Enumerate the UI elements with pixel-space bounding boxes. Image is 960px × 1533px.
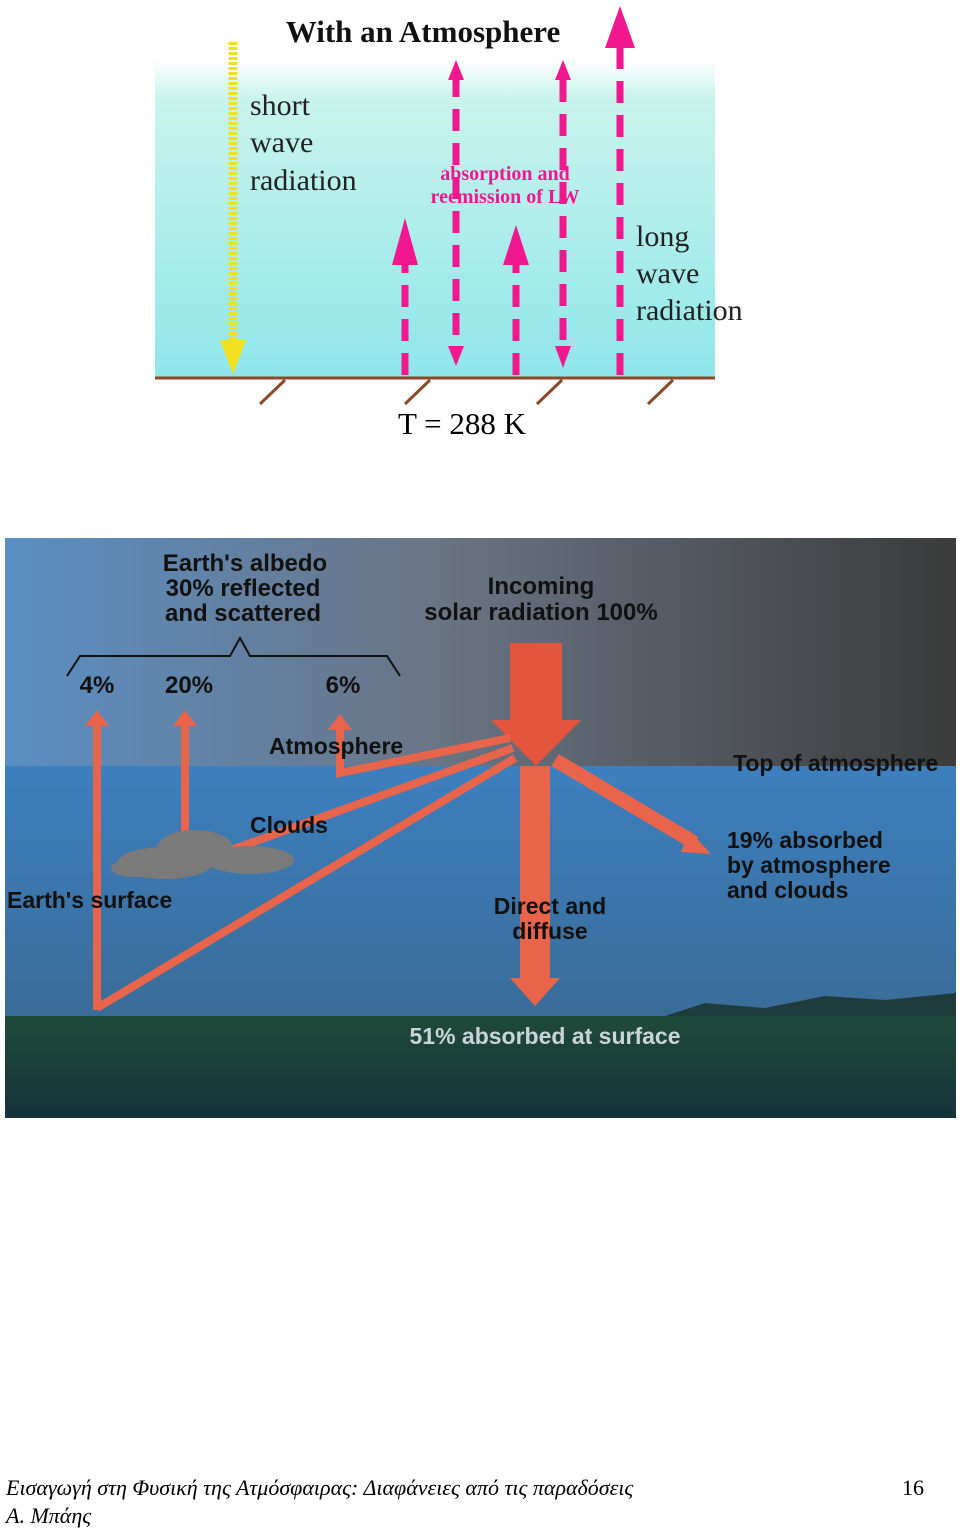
absorbed-51-label: 51% absorbed at surface — [409, 1023, 680, 1049]
reflect-20-arrow — [173, 710, 197, 838]
ground-hatch — [258, 378, 675, 406]
absorption-label: absorption and reemission of LW — [431, 163, 580, 208]
lw-up-arrowhead-1 — [392, 218, 418, 265]
svg-text:short: short — [250, 89, 311, 122]
ground-region — [5, 1016, 956, 1118]
equation: T = 288 K — [398, 406, 526, 441]
pct-6-label: 6% — [326, 672, 361, 699]
absorbed-19-label-1: 19% absorbed — [727, 827, 883, 853]
pct-20-label: 20% — [165, 672, 213, 699]
absorbed-19-label-2: by atmosphere — [727, 852, 891, 878]
space-region — [5, 538, 956, 766]
albedo-label-1: Earth's albedo — [163, 550, 327, 577]
pct-4-label: 4% — [80, 672, 115, 699]
svg-text:radiation: radiation — [250, 164, 357, 197]
atmosphere-label: Atmosphere — [269, 733, 403, 759]
svg-text:long: long — [636, 220, 689, 253]
lw-down-arrowhead-2 — [555, 346, 571, 368]
cloud-icon — [111, 830, 294, 879]
lw-small-up-arrowhead-2 — [555, 60, 571, 80]
surface-reflection-ray — [94, 754, 518, 1012]
footer-line-2: Α. Μπάης — [6, 1503, 92, 1528]
shortwave-label: short wave radiation — [250, 89, 357, 197]
top-of-atmosphere-label: Top of atmosphere — [733, 750, 938, 776]
shortwave-arrow — [220, 42, 246, 374]
albedo-label-2: 30% reflected — [166, 575, 321, 602]
reflect-6-arrowhead — [328, 714, 352, 730]
direct-label-2: diffuse — [512, 918, 587, 944]
reflect-4-arrow — [85, 710, 109, 1010]
albedo-label-3: and scattered — [165, 600, 321, 627]
lw-small-up-arrowhead-1 — [448, 60, 464, 80]
direct-diffuse-arrow — [510, 766, 560, 1006]
svg-text:reemission of LW: reemission of LW — [431, 186, 580, 208]
clouds-label: Clouds — [250, 812, 328, 838]
svg-text:radiation: radiation — [636, 294, 743, 327]
energy-budget-diagram: Earth's albedo 30% reflected and scatter… — [5, 538, 956, 1118]
absorbed-atmosphere-arrow — [551, 753, 711, 854]
footer-citation: Εισαγωγή στη Φυσική της Ατμόσφαιρας: Δια… — [6, 1474, 936, 1530]
lw-up-arrowhead-2 — [503, 225, 529, 265]
incoming-label-2: solar radiation 100% — [424, 599, 657, 626]
incoming-arrow — [491, 643, 581, 766]
earth-surface-label: Earth's surface — [7, 887, 172, 913]
greenhouse-diagram: With an Atmosphere short wave radiation … — [155, 6, 743, 406]
absorbed-19-label-3: and clouds — [727, 877, 848, 903]
atmosphere-region — [5, 766, 956, 1016]
atmosphere-reflection-ray — [336, 728, 511, 778]
lw-down-arrowhead-1 — [448, 346, 464, 366]
page-number: 16 — [902, 1475, 924, 1500]
svg-text:wave: wave — [636, 257, 699, 290]
longwave-label: long wave radiation — [636, 220, 743, 327]
lw-outgoing-arrowhead — [605, 6, 635, 48]
svg-text:wave: wave — [250, 126, 313, 159]
albedo-bracket — [66, 635, 401, 677]
clouds-reflection-ray — [221, 744, 515, 857]
footer-line-1: Εισαγωγή στη Φυσική της Ατμόσφαιρας: Δια… — [6, 1475, 634, 1500]
incoming-label-1: Incoming — [488, 573, 595, 600]
svg-text:absorption and: absorption and — [440, 163, 570, 185]
direct-label-1: Direct and — [494, 893, 606, 919]
diagram-title: With an Atmosphere — [286, 14, 560, 49]
atmosphere-layer — [155, 60, 715, 378]
